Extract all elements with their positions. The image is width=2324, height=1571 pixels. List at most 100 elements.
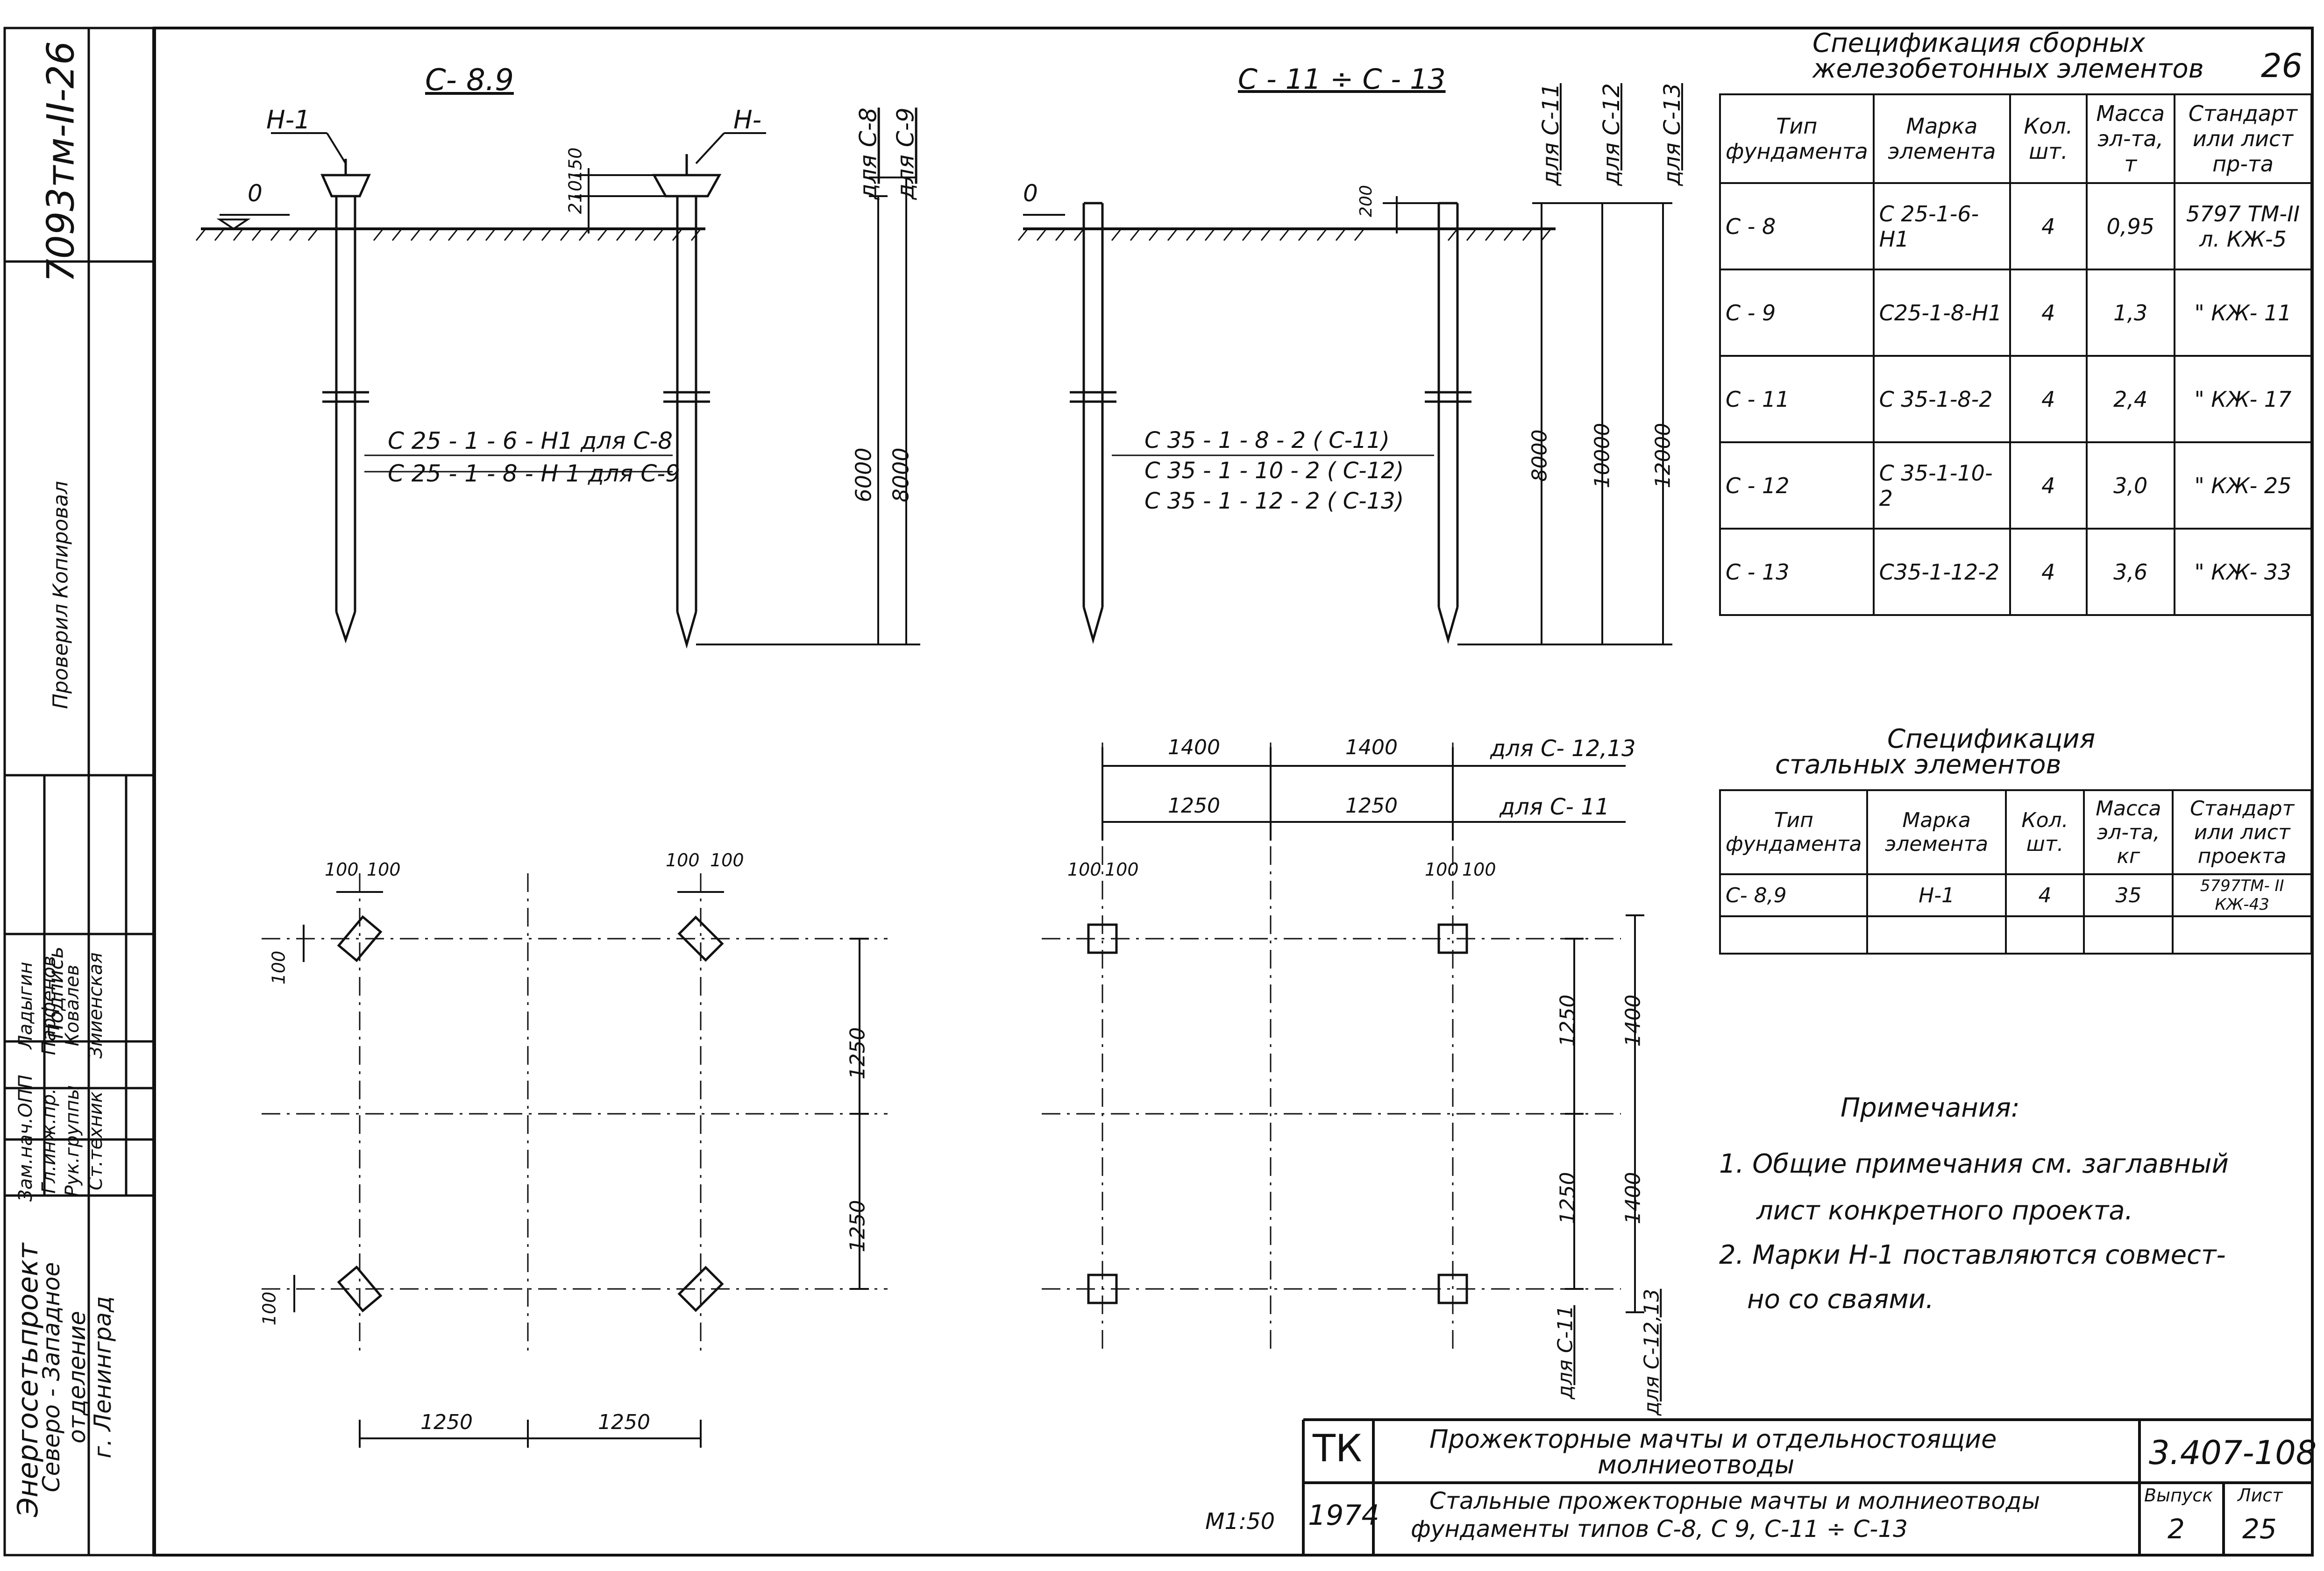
org-line-3: отделение: [64, 1311, 91, 1444]
table-row: С- 8,9 Н-1 4 35 5797ТМ- II КЖ-43: [1719, 873, 2312, 917]
tb-tk: ТК: [1313, 1427, 1362, 1470]
plan-right-for-c1213: для С- 12,13: [1490, 736, 1636, 762]
steel-header-type: Тип фундамента: [1719, 789, 1869, 875]
precast-header-std: Стандарт или лист пр-та: [2174, 93, 2312, 184]
precast-cell-mark: С25-1-8-Н1: [1872, 269, 2011, 357]
precast-spec-table: Тип фундамента Марка элемента Кол. шт. М…: [1719, 93, 2312, 616]
precast-header-type: Тип фундамента: [1719, 93, 1875, 184]
notes-line-1: 1. Общие примечания см. заглавный: [1719, 1149, 2229, 1179]
steel-header-std: Стандарт или лист проекта: [2172, 789, 2312, 875]
precast-cell-std: " КЖ- 25: [2174, 441, 2312, 530]
table-row: С - 12 С 35-1-10-2 4 3,0 " КЖ- 25: [1719, 441, 2312, 530]
notes-line-3: 2. Марки Н-1 поставляются совмест-: [1719, 1240, 2226, 1270]
tb-scale: М1:50: [1205, 1508, 1275, 1535]
stamp-name-2: Парфенов: [38, 955, 60, 1055]
precast-cell-std: " КЖ- 11: [2174, 269, 2312, 357]
plan-left-d1250-c: 1250: [846, 1027, 870, 1080]
precast-cell-mark: С35-1-12-2: [1872, 528, 2011, 616]
ground-zero-right: 0: [1023, 180, 1038, 207]
plan-right-d1400-b: 1400: [1345, 736, 1398, 759]
label-for-c8: для С-8: [854, 107, 882, 200]
dim-top-left: 210: [565, 180, 586, 214]
steel-spec-table: Тип фундамента Марка элемента Кол. шт. М…: [1719, 789, 2312, 955]
label-for-c13: для С-13: [1659, 83, 1685, 186]
table-row: С - 8 С 25-1-6-Н1 4 0,95 5797 ТМ-II л. К…: [1719, 182, 2312, 270]
dim-top-right: 200: [1356, 185, 1376, 217]
project-code: 7093тм-II-26: [39, 41, 83, 283]
stamp-name-3: Ковалев: [62, 964, 83, 1047]
plan-right-for-c1213-v: для С-12,13: [1640, 1288, 1664, 1416]
tb-issue: 2: [2168, 1513, 2185, 1545]
tb-issue-label: Выпуск: [2144, 1485, 2213, 1506]
section-title-c11-13: С - 11 ÷ С - 13: [1238, 63, 1446, 96]
pile-note-left-1: С 25 - 1 - 6 - Н1 для С-8: [388, 427, 673, 454]
plan-right-for-c11-v: для С-11: [1553, 1305, 1578, 1400]
stamp-role-2: Гл.инж.пр.: [38, 1088, 60, 1194]
side-stamp-lines: [3, 27, 156, 1557]
tb-sheet: 25: [2242, 1513, 2277, 1545]
precast-spec-title-1: Спецификация сборных: [1812, 28, 2146, 58]
stamp-name-1: Ладыгин: [15, 962, 36, 1049]
sheet-top-number: 26: [2261, 47, 2303, 85]
label-for-c11: для С-11: [1537, 83, 1564, 186]
tb-album: 3.407-108: [2149, 1434, 2317, 1472]
precast-cell-std: 5797 ТМ-II л. КЖ-5: [2174, 182, 2312, 270]
section-title-c89: С- 8.9: [425, 63, 514, 98]
notes-line-2: лист конкретного проекта.: [1756, 1196, 2133, 1226]
precast-cell-mark: С 35-1-8-2: [1872, 355, 2011, 443]
plan-right-grid: [1042, 743, 1621, 1354]
steel-header-qty: Кол. шт.: [2004, 789, 2085, 875]
ground-zero-left: 0: [248, 180, 263, 207]
table-row: С - 13 С35-1-12-2 4 3,6 " КЖ- 33: [1719, 528, 2312, 616]
pile-note-left-2: С 25 - 1 - 8 - Н 1 для С-9: [388, 460, 681, 487]
level-marker-left: [216, 219, 251, 230]
stamp-role-1: Зам.нач.ОПП: [15, 1075, 36, 1202]
steel-spec-title-1: Спецификация: [1887, 724, 2096, 754]
plan-left-d1250-d: 1250: [846, 1200, 870, 1253]
plan-right-d1250-c: 1250: [1556, 994, 1580, 1047]
plan-left-d1250-a: 1250: [420, 1410, 473, 1434]
pile-c13-right: [1425, 202, 1471, 644]
steel-spec-title-2: стальных элементов: [1775, 750, 2061, 780]
plan-left-d100-c: 100: [666, 850, 700, 870]
stamp-role-4: Ст.техник: [85, 1091, 107, 1190]
dim-10000: 10000: [1590, 423, 1614, 488]
steel-header-mark: Марка элемента: [1866, 789, 2007, 875]
plan-left-d100-d: 100: [710, 850, 744, 870]
tb-title1-line1: Прожекторные мачты и отдельностоящие: [1429, 1424, 1997, 1454]
notes-line-4: но со сваями.: [1747, 1284, 1934, 1315]
precast-cell-mark: С 25-1-6-Н1: [1872, 182, 2011, 270]
pile-c11-right: [1070, 202, 1116, 644]
precast-cell-std: " КЖ- 33: [2174, 528, 2312, 616]
plan-right-d1250-a: 1250: [1168, 794, 1220, 818]
plan-right-d100-d: 100: [1462, 859, 1496, 880]
plan-right-for-c11: для С- 11: [1500, 794, 1610, 820]
label-for-c12: для С-12: [1598, 83, 1625, 186]
precast-header-mark: Марка элемента: [1872, 93, 2011, 184]
org-line-4: г. Ленинград: [89, 1296, 116, 1458]
marker-label-h1-b: Н-: [733, 105, 762, 134]
steel-header-mass: Масса эл-та, кг: [2083, 789, 2174, 875]
notes-heading: Примечания:: [1841, 1093, 2020, 1123]
precast-cell-mark: С 35-1-10-2: [1872, 441, 2011, 530]
precast-cell-type: С - 12: [1719, 441, 1875, 530]
pile-c9-left: [652, 154, 722, 649]
pile-note-right-3: С 35 - 1 - 12 - 2 ( С-13): [1144, 488, 1404, 514]
precast-cell-qty: 4: [2009, 528, 2088, 616]
plan-right-d100-a: 100: [1067, 859, 1102, 880]
pile-dims-right: [1383, 196, 1672, 645]
table-row: [1719, 915, 2312, 955]
plan-left-dims: [293, 891, 869, 1448]
precast-cell-mass: 3,0: [2085, 441, 2175, 530]
marker-label-h1: Н-1: [266, 105, 311, 134]
plan-right-d1250-d: 1250: [1556, 1172, 1580, 1224]
pile-dims-left: [575, 168, 920, 645]
title-block-lines: [1302, 1418, 2312, 1555]
tb-title2-line1: Стальные прожекторные мачты и молниеотво…: [1429, 1487, 2040, 1514]
precast-cell-mass: 0,95: [2085, 182, 2175, 270]
table-row: С - 9 С25-1-8-Н1 4 1,3 " КЖ- 11: [1719, 269, 2312, 357]
precast-spec-title-2: железобетонных элементов: [1812, 54, 2204, 84]
stamp-copied: Копировал: [49, 481, 73, 599]
precast-cell-type: С - 11: [1719, 355, 1875, 443]
plan-left-grid: [262, 873, 888, 1354]
